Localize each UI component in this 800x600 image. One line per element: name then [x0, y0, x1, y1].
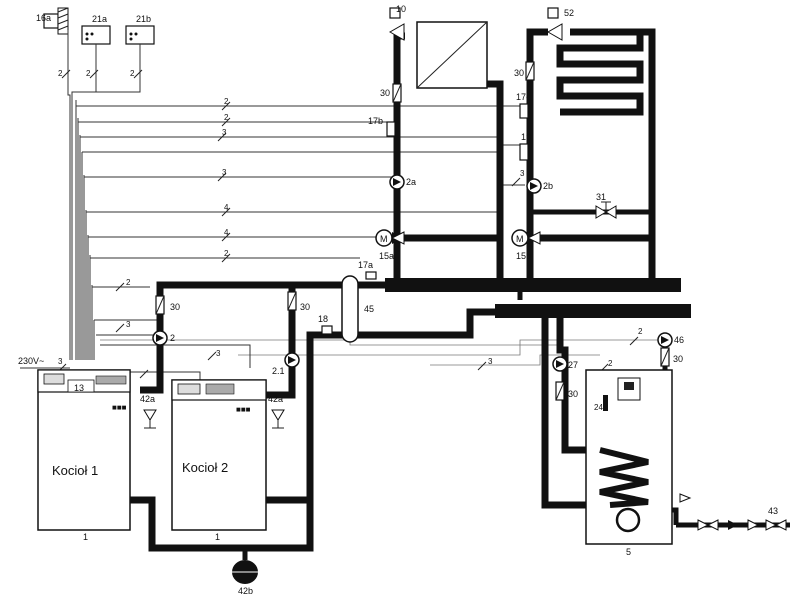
label-13: 13: [74, 383, 84, 393]
label-15b: 15b: [516, 251, 531, 261]
label-17a: 17a: [358, 260, 373, 270]
label-42b: 42b: [238, 586, 253, 596]
sensor-18: 18: [318, 314, 333, 335]
flow-meters: [155, 61, 670, 401]
wire-count: 2: [130, 69, 135, 78]
label-17c: 17c: [516, 92, 531, 102]
mixing-valve-15a: M 15a: [375, 229, 405, 261]
label-2-1: 2.1: [272, 366, 285, 376]
wire-count: 2: [86, 69, 91, 78]
svg-text:■■■: ■■■: [112, 403, 127, 412]
label-21a: 21a: [92, 14, 107, 24]
label-42a: 42a: [268, 394, 283, 404]
label-18: 18: [318, 314, 328, 324]
label-2a: 2a: [406, 177, 416, 187]
radiator: [416, 21, 488, 89]
motor-label: M: [380, 234, 388, 244]
wire-count: 4: [224, 203, 229, 212]
label-1b: 1: [215, 532, 220, 542]
label-21b: 21b: [136, 14, 151, 24]
label-230v: 230V~: [18, 356, 44, 366]
label-42a: 42a: [140, 394, 155, 404]
sensor-17b: 17b: [368, 116, 396, 137]
label-24: 24: [594, 403, 603, 412]
boiler-2-label: Kocioł 2: [182, 460, 228, 475]
valve-31: 31: [595, 192, 617, 219]
sensor-17c: 17c: [516, 92, 531, 119]
label-27: 27: [568, 360, 578, 370]
wire-count: 3: [520, 169, 525, 178]
boiler-1: ■■■ 13 Kocioł 1 1: [37, 369, 131, 542]
hydraulic-separator-45: 45: [341, 275, 374, 343]
label-52: 52: [564, 8, 574, 18]
label-46: 46: [674, 335, 684, 345]
motor-label: M: [516, 234, 524, 244]
cold-water-inlet: 43: [679, 493, 787, 531]
label-43: 43: [768, 506, 778, 516]
label-2: 2: [170, 333, 175, 343]
label-30: 30: [673, 354, 683, 364]
mixing-valve-15b: M 15b: [511, 229, 541, 261]
wire-count: 4: [224, 228, 229, 237]
wire-count: 2: [224, 113, 229, 122]
boiler-2: ■■■ Kocioł 2 1: [171, 379, 267, 542]
svg-text:■■■: ■■■: [236, 405, 251, 414]
thermostat-19: 19: [519, 132, 531, 161]
room-controller-21b: 21b: [125, 14, 155, 45]
control-wiring: [20, 30, 665, 381]
label-30: 30: [380, 88, 390, 98]
label-30: 30: [568, 389, 578, 399]
label-30: 30: [170, 302, 180, 312]
label-1a: 1: [83, 532, 88, 542]
tank-sensor-24: 24: [594, 395, 608, 412]
label-5: 5: [626, 547, 631, 557]
wire-count-labels: 2 2 2 2 2 3 3 4 4 2 2 3 3 3 3 2 2 3: [58, 69, 643, 368]
label-30: 30: [514, 68, 524, 78]
boiler-1-label: Kocioł 1: [52, 463, 98, 478]
wire-count: 2: [224, 97, 229, 106]
wire-count: 3: [216, 349, 221, 358]
label-16a: 16a: [36, 13, 51, 23]
wire-count: 2: [126, 278, 131, 287]
vent-valve-52: 52: [546, 7, 574, 41]
outdoor-sensor-16a: 16a: [36, 7, 69, 35]
pumps: [152, 174, 673, 372]
label-17b: 17b: [368, 116, 383, 126]
wire-count: 2: [608, 359, 613, 368]
label-19: 19: [521, 132, 531, 142]
label-10: 10: [396, 4, 406, 14]
label-15a: 15a: [379, 251, 394, 261]
wire-count: 2: [58, 69, 63, 78]
wire-count: 3: [58, 357, 63, 366]
wire-count: 2: [224, 249, 229, 258]
return-manifold: [495, 304, 691, 318]
vent-valve-10: 10: [388, 4, 406, 41]
sensor-17a: 17a: [358, 260, 377, 280]
wire-count: 3: [488, 357, 493, 366]
label-30: 30: [300, 302, 310, 312]
label-45: 45: [364, 304, 374, 314]
supply-manifold: [385, 278, 681, 292]
safety-valve-42a-1: 42a: [140, 394, 157, 429]
safety-valve-42a-2: 42a: [268, 394, 285, 429]
hot-water-tank: 5: [585, 369, 673, 557]
wire-count: 2: [638, 327, 643, 336]
wire-count: 3: [222, 128, 227, 137]
wire-count: 3: [222, 168, 227, 177]
label-31: 31: [596, 192, 606, 202]
label-2b: 2b: [543, 181, 553, 191]
room-controller-21a: 21a: [81, 14, 111, 45]
expansion-vessel-42b: 42b: [232, 560, 258, 596]
wire-count: 3: [126, 320, 131, 329]
